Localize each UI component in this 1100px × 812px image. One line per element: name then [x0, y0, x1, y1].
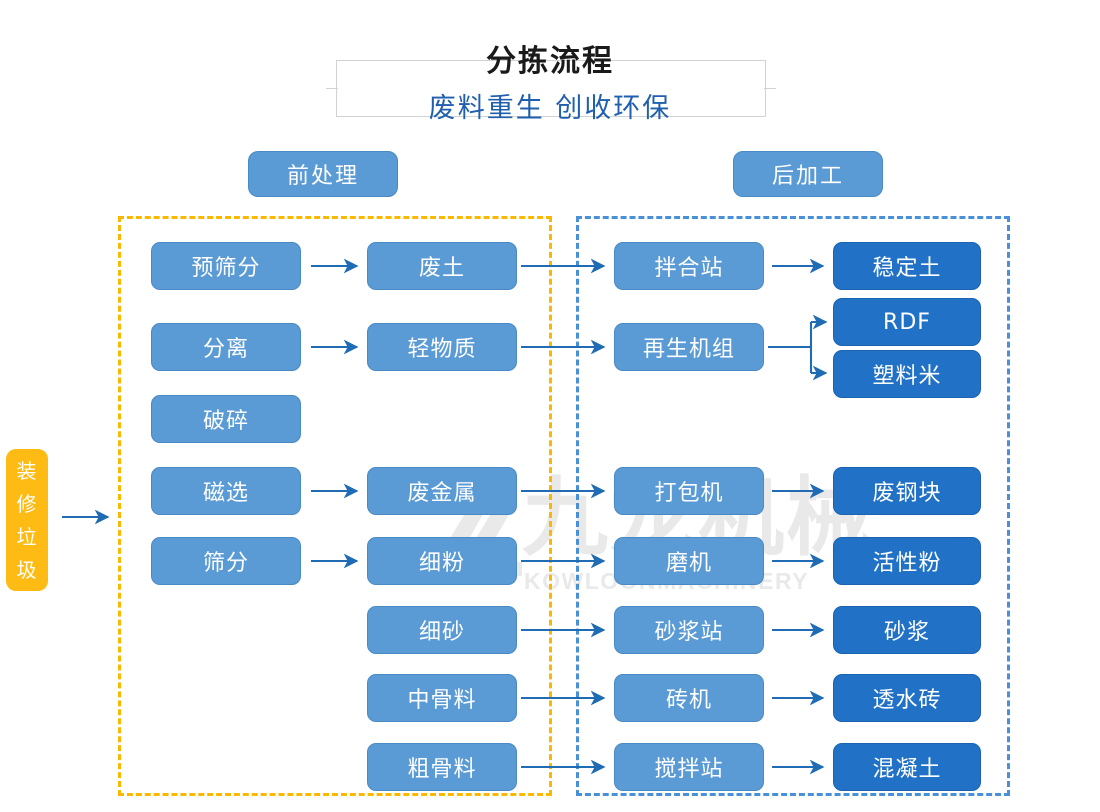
node-stabilized-soil[interactable]: 稳定土: [833, 242, 981, 290]
node-magnetic-sep[interactable]: 磁选: [151, 467, 301, 515]
region-preprocessing: [118, 216, 552, 796]
input-node-construction-waste: 装 修 垃 圾: [6, 449, 48, 591]
node-mixing-station[interactable]: 拌合站: [614, 242, 764, 290]
page-title: 分拣流程: [486, 44, 614, 79]
node-light-material[interactable]: 轻物质: [367, 323, 517, 371]
node-concrete[interactable]: 混凝土: [833, 743, 981, 791]
node-separation[interactable]: 分离: [151, 323, 301, 371]
entry-char-1: 装: [16, 459, 38, 483]
node-scrap-steel[interactable]: 废钢块: [833, 467, 981, 515]
node-fine-sand[interactable]: 细砂: [367, 606, 517, 654]
node-pre-screening[interactable]: 预筛分: [151, 242, 301, 290]
entry-char-2: 修: [16, 492, 38, 516]
node-waste-soil[interactable]: 废土: [367, 242, 517, 290]
node-brick-machine[interactable]: 砖机: [614, 674, 764, 722]
node-rdf[interactable]: RDF: [833, 298, 981, 346]
page-subtitle: 废料重生 创收环保: [428, 93, 672, 124]
node-screening[interactable]: 筛分: [151, 537, 301, 585]
title-rule-right: [764, 88, 776, 89]
node-scrap-metal[interactable]: 废金属: [367, 467, 517, 515]
node-recycling-unit[interactable]: 再生机组: [614, 323, 764, 371]
node-concrete-station[interactable]: 搅拌站: [614, 743, 764, 791]
section-label-pre: 前处理: [248, 151, 398, 197]
entry-char-4: 圾: [16, 558, 38, 582]
region-postprocessing: [576, 216, 1010, 796]
node-fine-powder[interactable]: 细粉: [367, 537, 517, 585]
entry-char-3: 垃: [16, 525, 38, 549]
node-plastic-pellet[interactable]: 塑料米: [833, 350, 981, 398]
node-medium-aggregate[interactable]: 中骨料: [367, 674, 517, 722]
node-permeable-brick[interactable]: 透水砖: [833, 674, 981, 722]
node-mortar-station[interactable]: 砂浆站: [614, 606, 764, 654]
node-coarse-aggregate[interactable]: 粗骨料: [367, 743, 517, 791]
node-mortar[interactable]: 砂浆: [833, 606, 981, 654]
node-grinding-mill[interactable]: 磨机: [614, 537, 764, 585]
section-label-post: 后加工: [733, 151, 883, 197]
title-rule-left: [326, 88, 338, 89]
node-crushing[interactable]: 破碎: [151, 395, 301, 443]
node-active-powder[interactable]: 活性粉: [833, 537, 981, 585]
node-baler[interactable]: 打包机: [614, 467, 764, 515]
